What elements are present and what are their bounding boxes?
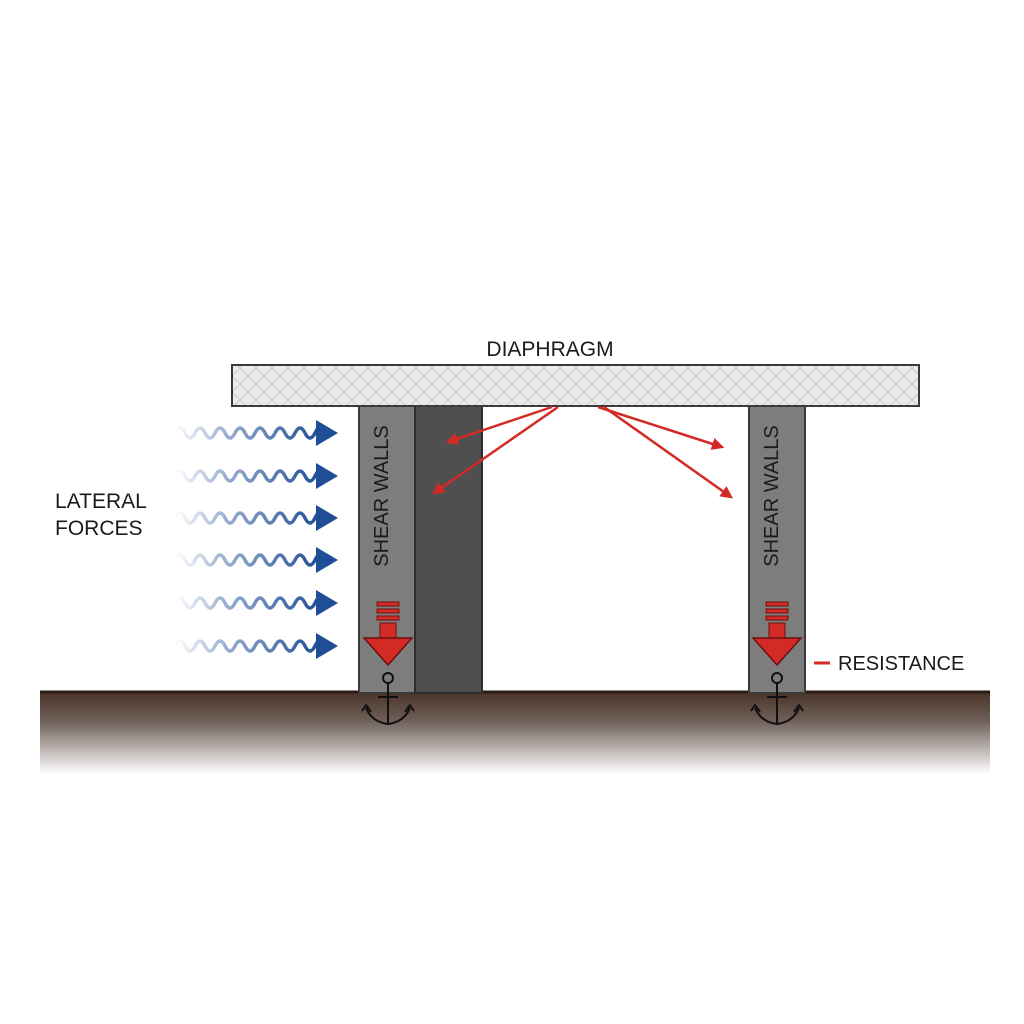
wavy-arrow-icon <box>173 547 338 573</box>
lateral-force-arrows <box>173 420 338 659</box>
load-path-arrow <box>597 405 725 450</box>
diaphragm-slab <box>231 364 920 407</box>
down-arrow-icon <box>751 601 803 667</box>
anchor-icon <box>361 672 415 726</box>
resistance-label: RESISTANCE <box>838 653 964 675</box>
shear-wall-left-dark <box>414 404 483 694</box>
load-path-arrow <box>445 405 553 445</box>
load-path-arrow <box>431 405 559 495</box>
shear-walls-label-left: SHEAR WALLS <box>371 425 393 567</box>
lateral-forces-label-line2: FORCES <box>55 517 143 540</box>
load-path-arrow <box>603 405 734 499</box>
wavy-arrow-icon <box>173 505 338 531</box>
wavy-arrow-icon <box>173 463 338 489</box>
wavy-arrow-icon <box>173 590 338 616</box>
ground <box>40 690 990 774</box>
wavy-arrow-icon <box>173 420 338 446</box>
lateral-forces-label-line1: LATERAL <box>55 490 147 513</box>
wavy-arrow-icon <box>173 633 338 659</box>
anchor-icon <box>750 672 804 726</box>
load-path-arrows <box>431 405 734 499</box>
down-arrow-icon <box>362 601 414 667</box>
shear-walls-label-right: SHEAR WALLS <box>761 425 783 567</box>
diaphragm-label: DIAPHRAGM <box>486 338 613 361</box>
